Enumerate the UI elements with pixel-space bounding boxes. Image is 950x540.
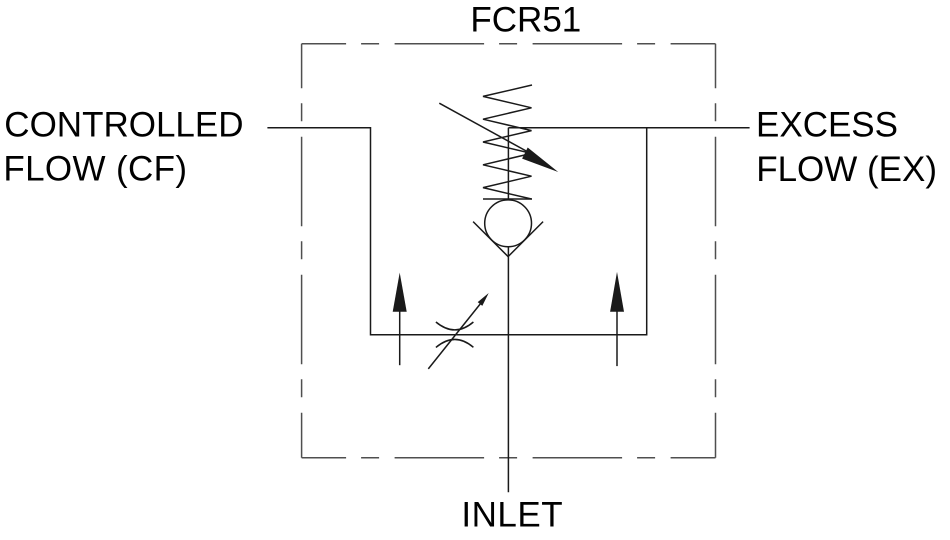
svg-text:FLOW (EX): FLOW (EX) [756, 150, 937, 189]
svg-text:FLOW (CF): FLOW (CF) [3, 149, 187, 188]
svg-text:EXCESS: EXCESS [756, 106, 898, 145]
svg-text:CONTROLLED: CONTROLLED [4, 106, 243, 145]
svg-text:INLET: INLET [461, 496, 563, 535]
svg-text:FCR51: FCR51 [470, 1, 581, 40]
